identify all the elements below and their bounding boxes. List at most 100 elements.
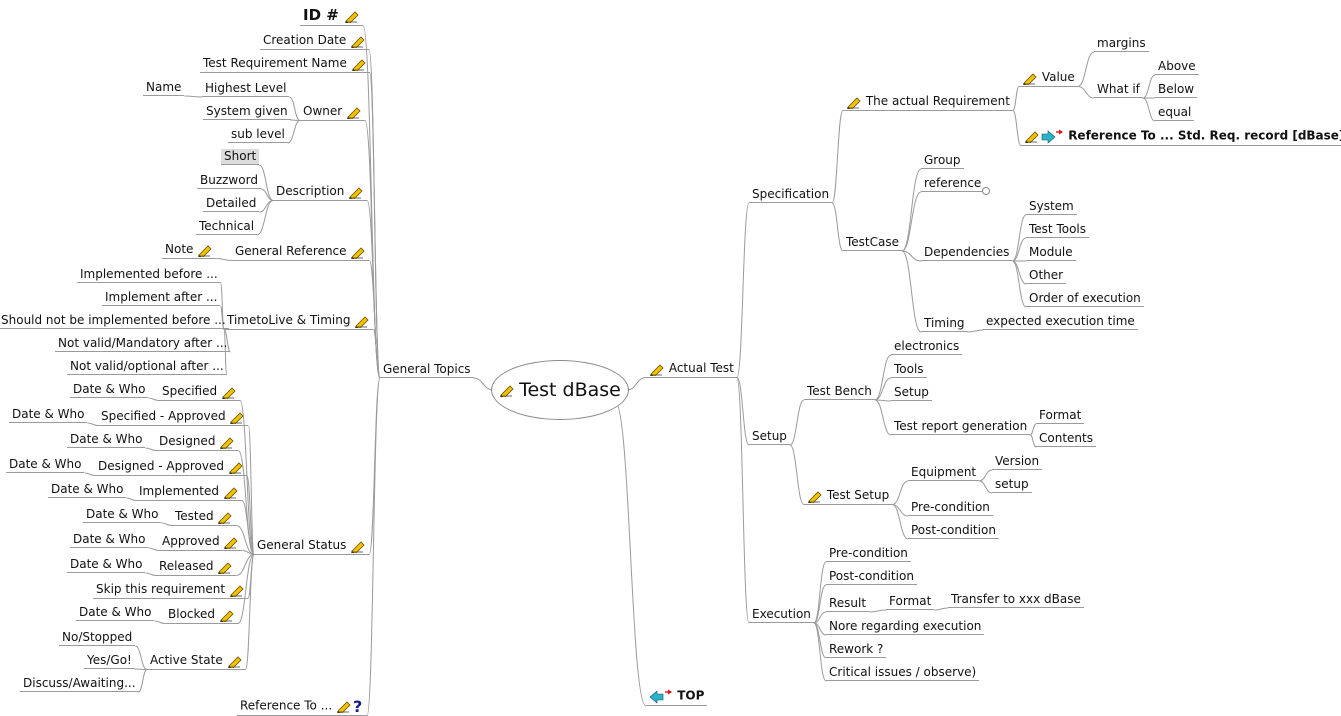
root-node[interactable]: Test dBase: [491, 360, 629, 420]
node-test-bench[interactable]: Test Bench: [804, 384, 875, 400]
node-equipment[interactable]: Equipment: [908, 465, 980, 481]
node-setup[interactable]: Setup: [749, 429, 790, 445]
node-sub-level[interactable]: sub level: [228, 127, 288, 143]
node-test-report-generation[interactable]: Test report generation: [891, 419, 1031, 435]
node-yes-go[interactable]: Yes/Go!: [84, 653, 135, 669]
node-general-status[interactable]: General Status: [254, 538, 370, 555]
node-group[interactable]: Group: [921, 153, 964, 169]
node-transfer[interactable]: Transfer to xxx dBase: [948, 592, 1084, 608]
node-other[interactable]: Other: [1026, 268, 1067, 284]
node-detailed[interactable]: Detailed: [203, 196, 260, 212]
node-version[interactable]: Version: [992, 454, 1043, 470]
node-date-who[interactable]: Date & Who: [70, 382, 149, 398]
node-status-blocked[interactable]: Blocked: [165, 607, 238, 624]
collapse-circle-icon[interactable]: [982, 187, 990, 195]
node-module[interactable]: Module: [1026, 245, 1076, 261]
node-report-format[interactable]: Format: [1036, 408, 1085, 424]
node-owner[interactable]: Owner: [300, 104, 366, 121]
connector-line: [1029, 434, 1037, 448]
node-report-contents[interactable]: Contents: [1036, 431, 1096, 447]
node-value[interactable]: Value: [1019, 70, 1078, 87]
node-expected-execution-time[interactable]: expected execution time: [983, 314, 1138, 330]
node-rework[interactable]: Rework ?: [826, 642, 887, 658]
connector-line: [126, 497, 137, 501]
node-result-format[interactable]: Format: [886, 594, 935, 610]
node-order-of-execution[interactable]: Order of execution: [1026, 291, 1144, 307]
node-label: General Topics: [383, 362, 471, 376]
node-reference-to[interactable]: Reference To ... ?: [237, 698, 367, 716]
node-date-who[interactable]: Date & Who: [76, 605, 155, 621]
node-test-setup[interactable]: Test Setup: [804, 488, 893, 505]
node-date-who[interactable]: Date & Who: [9, 407, 88, 423]
node-date-who[interactable]: Date & Who: [83, 507, 162, 523]
node-what-if[interactable]: What if: [1094, 82, 1143, 98]
node-equipment-setup[interactable]: setup: [992, 477, 1032, 493]
node-short[interactable]: Short: [221, 149, 260, 165]
node-label: Specification: [752, 187, 830, 201]
node-date-who[interactable]: Date & Who: [70, 532, 149, 548]
node-not-valid-optional-after[interactable]: Not valid/optional after ...: [67, 359, 227, 375]
node-implemented-before[interactable]: Implemented before ...: [77, 267, 221, 283]
node-above[interactable]: Above: [1155, 59, 1199, 75]
node-test-tools[interactable]: Test Tools: [1026, 222, 1090, 238]
node-bench-setup[interactable]: Setup: [891, 385, 932, 401]
node-reference-std-req[interactable]: Reference To ... Std. Req. record [dBase…: [1021, 128, 1341, 146]
node-creation-date[interactable]: Creation Date: [260, 33, 370, 50]
node-active-state[interactable]: Active State: [147, 653, 246, 670]
node-postcondition[interactable]: Post-condition: [908, 523, 999, 539]
node-status-tested[interactable]: Tested: [172, 509, 237, 526]
node-discuss-awaiting[interactable]: Discuss/Awaiting...: [20, 676, 139, 692]
node-actual-test[interactable]: Actual Test: [646, 361, 737, 378]
node-timetolive-timing[interactable]: TimetoLive & Timing: [224, 313, 374, 330]
node-test-requirement-name[interactable]: Test Requirement Name: [200, 56, 370, 73]
node-implement-after[interactable]: Implement after ...: [102, 290, 221, 306]
node-status-specified[interactable]: Specified: [159, 384, 240, 401]
node-dependencies[interactable]: Dependencies: [921, 245, 1013, 261]
node-label: Test report generation: [894, 419, 1028, 433]
node-system[interactable]: System: [1026, 199, 1077, 215]
node-status-specified-approved[interactable]: Specified - Approved: [98, 409, 249, 426]
node-status-skip[interactable]: Skip this requirement: [93, 582, 248, 599]
node-description[interactable]: Description: [273, 184, 368, 201]
node-date-who[interactable]: Date & Who: [48, 482, 127, 498]
node-tools[interactable]: Tools: [891, 362, 927, 378]
node-execution[interactable]: Execution: [749, 607, 814, 623]
node-technical[interactable]: Technical: [196, 219, 258, 235]
node-critical-issues[interactable]: Critical issues / observe): [826, 665, 980, 681]
node-exec-precondition[interactable]: Pre-condition: [826, 546, 911, 562]
node-status-designed[interactable]: Designed: [156, 434, 239, 451]
node-reference[interactable]: reference: [921, 176, 985, 192]
node-name[interactable]: Name: [143, 80, 185, 96]
node-status-approved[interactable]: Approved: [159, 534, 243, 551]
node-date-who[interactable]: Date & Who: [67, 432, 146, 448]
node-highest-level[interactable]: Highest Level: [202, 81, 290, 97]
node-timing[interactable]: Timing: [921, 316, 968, 332]
node-precondition[interactable]: Pre-condition: [908, 500, 993, 516]
node-testcase[interactable]: TestCase: [843, 235, 902, 251]
node-general-reference[interactable]: General Reference: [232, 244, 370, 261]
node-nore-regarding-execution[interactable]: Nore regarding execution: [826, 619, 985, 635]
node-status-released[interactable]: Released: [156, 559, 237, 576]
node-note[interactable]: Note: [162, 242, 217, 259]
node-id[interactable]: ID #: [300, 6, 364, 26]
node-no-stopped[interactable]: No/Stopped: [59, 630, 136, 646]
node-system-given[interactable]: System given: [203, 104, 291, 120]
node-general-topics[interactable]: General Topics: [380, 362, 474, 378]
node-specification[interactable]: Specification: [749, 187, 833, 203]
node-equal[interactable]: equal: [1155, 105, 1195, 121]
node-status-designed-approved[interactable]: Designed - Approved: [95, 459, 247, 476]
node-status-implemented[interactable]: Implemented: [136, 484, 242, 501]
node-buzzword[interactable]: Buzzword: [197, 173, 261, 189]
node-electronics[interactable]: electronics: [891, 339, 963, 355]
node-top[interactable]: TOP: [646, 688, 708, 706]
node-exec-postcondition[interactable]: Post-condition: [826, 569, 917, 585]
node-below[interactable]: Below: [1155, 82, 1198, 98]
pencil-icon: [223, 535, 239, 549]
node-date-who[interactable]: Date & Who: [67, 557, 146, 573]
node-margins[interactable]: margins: [1094, 36, 1149, 52]
node-result[interactable]: Result: [826, 596, 870, 612]
node-should-not-be-implemented-before[interactable]: Should not be implemented before ...: [0, 313, 229, 329]
node-not-valid-mandatory-after[interactable]: Not valid/Mandatory after ...: [55, 336, 231, 352]
node-date-who[interactable]: Date & Who: [6, 457, 85, 473]
node-actual-requirement[interactable]: The actual Requirement: [843, 94, 1013, 111]
